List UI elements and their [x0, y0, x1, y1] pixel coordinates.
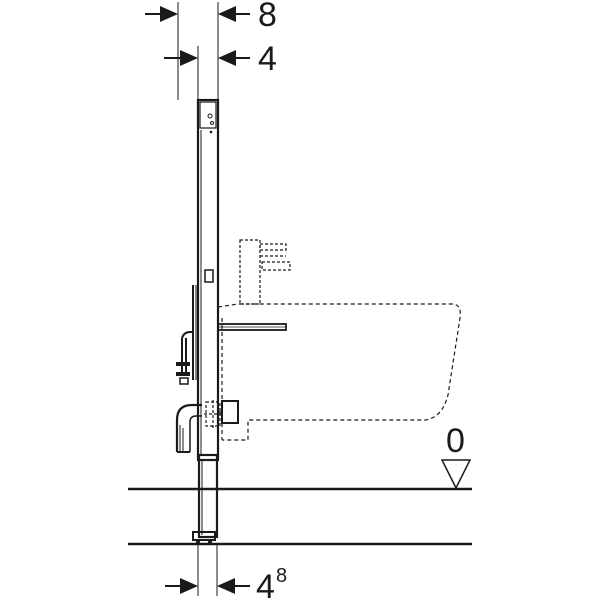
dimension-8: 8 — [145, 0, 277, 100]
drain-bracket — [204, 400, 222, 428]
arrow-left-icon — [217, 578, 235, 594]
dimension-4: 4 — [164, 40, 277, 100]
dimension-bottom: 4 8 — [165, 544, 287, 600]
supply-pipe — [176, 285, 197, 385]
wc-outline — [217, 303, 461, 441]
fixing-rod — [217, 323, 287, 331]
floor-lines — [128, 487, 472, 546]
level-label: 0 — [446, 422, 465, 460]
level-mark: 0 — [440, 422, 472, 490]
dimension-label-8: 8 — [258, 0, 277, 34]
dimension-label-bottom-sup: 8 — [276, 565, 287, 587]
arrow-left-icon — [218, 50, 236, 66]
dimension-label-bottom: 4 — [256, 568, 275, 600]
cistern-outline — [239, 239, 291, 305]
dimension-label-4: 4 — [258, 40, 277, 78]
level-triangle-icon — [440, 459, 472, 490]
arrow-right-icon — [160, 6, 178, 22]
mounting-frame — [192, 98, 220, 544]
arrow-left-icon — [218, 6, 236, 22]
arrow-right-icon — [180, 578, 198, 594]
arrow-right-icon — [180, 50, 198, 66]
drain-elbow — [175, 400, 239, 453]
